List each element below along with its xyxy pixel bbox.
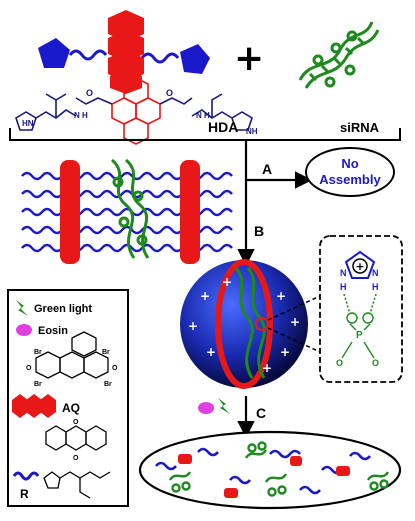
eosin-dot-icon [16,324,32,336]
svg-text:+: + [36,178,44,189]
sirna-center-icon [110,158,150,259]
svg-text:O: O [336,358,343,368]
svg-text:O: O [26,365,32,372]
svg-text:+: + [220,196,228,207]
step-c-reagents [198,398,230,414]
legend-green-light-label: Green light [34,303,92,315]
hda-cartoon [38,10,210,94]
no-assembly-text-1: No [341,156,358,171]
svg-text:+: + [290,315,300,329]
hda-label: HDA [208,119,238,135]
eosin-reagent-icon [198,402,214,414]
interaction-structure: + N N H H P O O [336,250,379,368]
svg-text:+: + [212,232,220,243]
svg-text:+: + [222,275,232,289]
aq-core-icon [108,10,144,94]
svg-text:O: O [73,455,79,462]
svg-text:+: + [94,178,102,189]
layered-assembly: ++++ ++ +++ +++ [21,158,233,264]
r-structure [43,471,111,499]
legend-green-light: Green light [16,300,92,316]
legend-aq: AQ O O [12,394,107,462]
hda-structure [15,93,253,131]
no-assembly-text-2: Assembly [319,172,381,187]
pentagon-right-icon [180,44,210,74]
svg-text:+: + [200,289,210,303]
plus-sign: + [234,38,264,79]
svg-text:+: + [98,214,106,225]
svg-text:+: + [262,361,272,375]
nanoparticle-sphere: + + + + + + + + [180,259,308,389]
step-c-label: C [256,405,266,421]
svg-text:H: H [372,282,379,292]
eosin-structure [35,331,109,379]
pentagon-left-icon [38,38,70,68]
svg-text:+: + [158,214,166,225]
lightning-icon [16,300,28,316]
svg-text:O: O [112,365,118,372]
zoom-box [319,235,403,383]
svg-text:P: P [356,330,363,341]
o-right-label: O [166,88,173,98]
aq-legend-icon [12,394,56,418]
svg-text:H: H [340,282,347,292]
legend-r-label: R [20,487,29,501]
svg-text:Br: Br [34,381,42,388]
svg-text:+: + [212,178,220,189]
svg-text:O: O [73,419,79,426]
svg-text:+: + [46,196,54,207]
legend-aq-label: AQ [62,401,80,415]
svg-text:+: + [166,232,174,243]
svg-text:N: N [340,268,347,278]
svg-text:+: + [162,178,170,189]
aq-structure [45,425,107,451]
svg-text:+: + [276,289,286,303]
green-light-reagent-icon [218,398,230,414]
sirna-label: siRNA [340,120,380,135]
disassembled-ellipse [138,430,402,510]
hn-left-label: HN [22,119,34,128]
legend-eosin: Eosin Br Br O O Br Br [16,324,118,388]
legend-r: R [12,471,111,501]
svg-text:Br: Br [104,381,112,388]
svg-text:Br: Br [102,349,110,356]
step-a-label: A [262,161,272,177]
legend-eosin-label: Eosin [38,325,68,337]
svg-text:+: + [280,345,290,359]
disassembled-fragments [155,441,390,498]
chain-right [140,52,180,64]
svg-text:Br: Br [34,349,42,356]
svg-text:+: + [355,260,364,273]
svg-text:N: N [372,268,379,278]
nh-right-label: N H [196,111,210,120]
svg-text:+: + [36,214,44,225]
sirna-helix-icon [298,21,380,89]
svg-text:+: + [188,319,198,333]
zoom-connectors [267,295,321,353]
svg-text:+: + [206,345,216,359]
o-left-label: O [86,88,93,98]
svg-text:+: + [46,232,54,243]
nh-left-label: N H [74,111,88,120]
svg-text:O: O [372,358,379,368]
nh-imid-right-label: NH [246,127,258,136]
chain-left [68,49,108,61]
ether-links [75,97,193,105]
no-assembly-bubble [305,147,395,197]
aq-pillar-2 [180,160,200,264]
bracket-line [9,128,401,141]
aq-pillar-1 [60,160,80,264]
r-chain-icon [12,471,40,481]
step-b-label: B [254,223,264,239]
